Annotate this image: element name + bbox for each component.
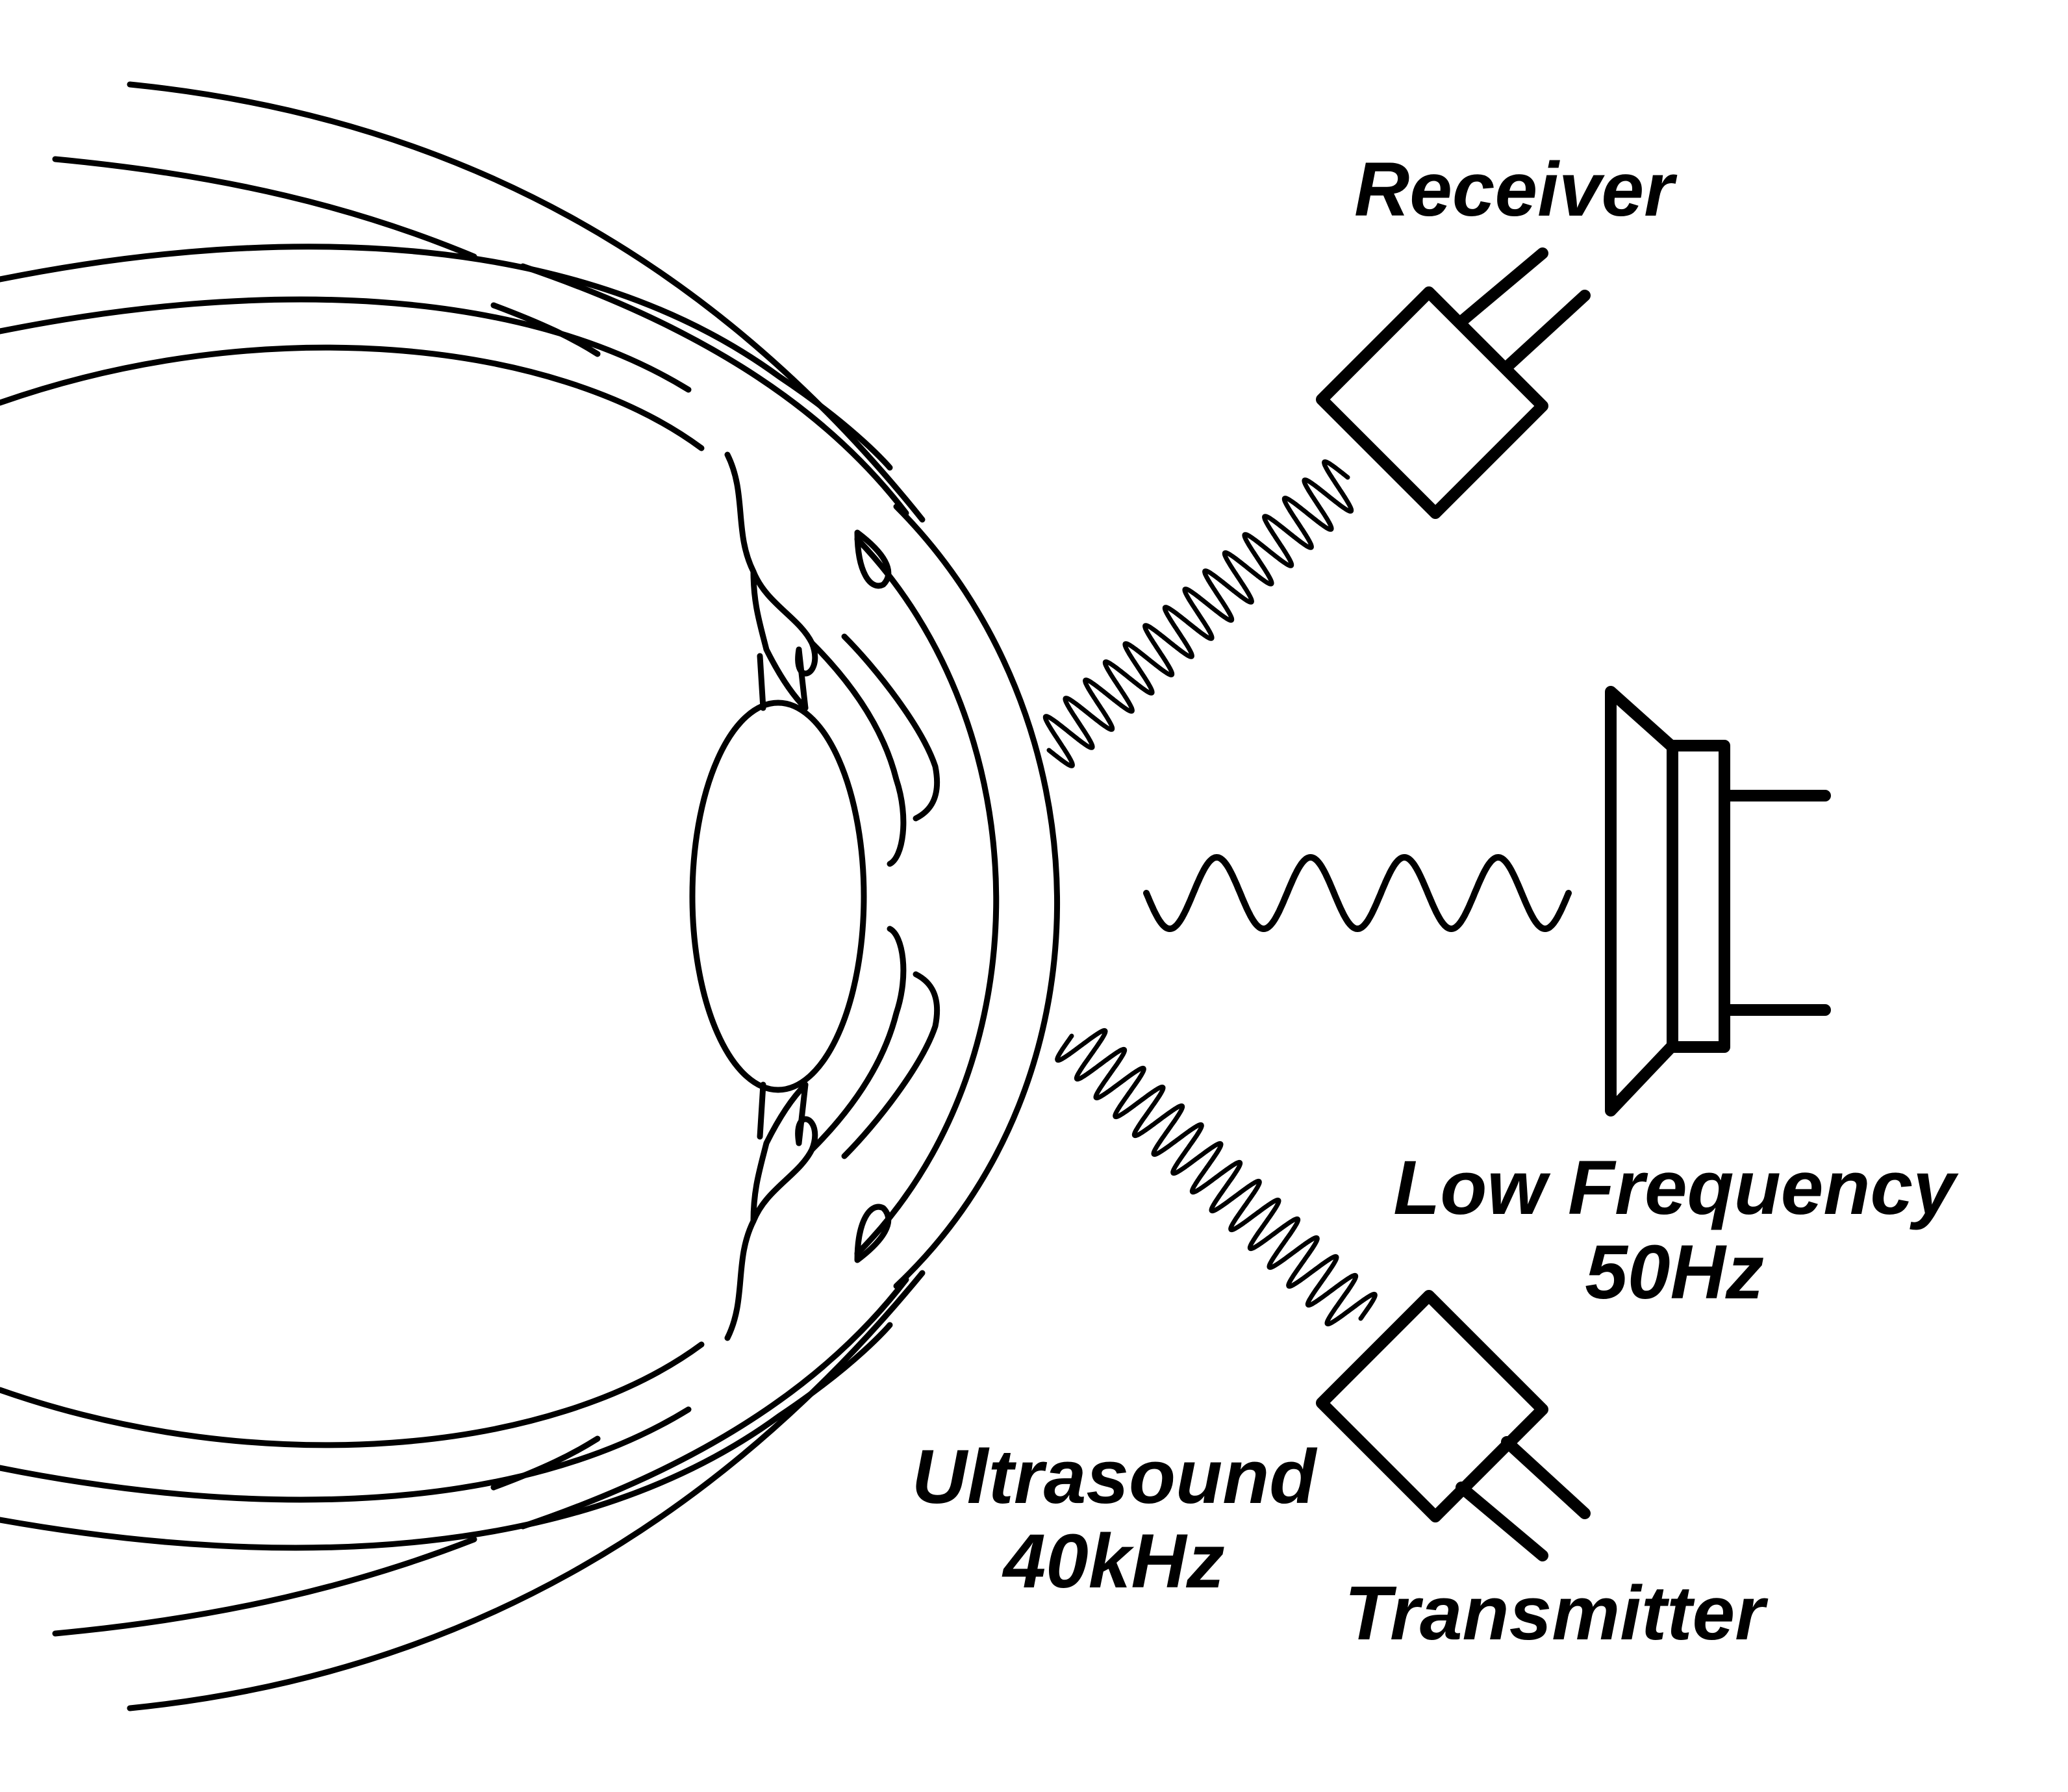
sclera-outer-top <box>0 244 893 471</box>
ciliary-lower-2 <box>750 1081 809 1224</box>
iris-upper-inner <box>841 633 940 822</box>
low-frequency-title: Low Frequency <box>1393 1145 1956 1231</box>
zonule-lower <box>757 1081 809 1146</box>
sclera-inner-top <box>0 296 692 393</box>
retina-top <box>0 344 705 451</box>
receiver-lead-2 <box>1501 290 1591 373</box>
transmitter-transducer <box>1316 1290 1591 1561</box>
ultrasound-title: Ultrasound <box>911 1434 1317 1520</box>
ultrasound-label: Ultrasound 40kHz <box>887 1435 1341 1604</box>
lower-lid-arc-2 <box>52 1536 477 1637</box>
transmitter-lead-2 <box>1501 1436 1591 1519</box>
iris-lobe-upper <box>854 529 892 589</box>
ciliary-upper <box>724 451 818 677</box>
transmitter-label: Transmitter <box>1344 1571 1765 1656</box>
lens <box>689 700 867 1093</box>
upper-lid-arc-2 <box>52 156 477 260</box>
eye-illustration <box>0 81 1061 1711</box>
ultrasound-wave-receiver <box>1042 459 1354 768</box>
low-frequency-wave <box>1143 854 1572 932</box>
retina-bottom <box>0 1341 705 1448</box>
zonule-upper <box>757 646 809 711</box>
iris-upper-outer <box>809 640 907 867</box>
low-frequency-label: Low Frequency 50Hz <box>1369 1146 1980 1315</box>
sclera-dash-top <box>490 302 601 357</box>
ultrasound-wave-transmitter <box>1055 1028 1378 1327</box>
speaker-magnet <box>1667 740 1730 1053</box>
speaker <box>1605 686 1831 1117</box>
sclera-outer-bottom <box>0 1322 893 1551</box>
low-frequency-value: 50Hz <box>1585 1229 1764 1315</box>
ciliary-lower <box>724 1116 818 1341</box>
upper-lid-arc-3 <box>520 263 909 516</box>
sclera-dash-bottom <box>490 1435 601 1491</box>
receiver-transducer <box>1316 247 1591 519</box>
iris-lower-outer <box>809 926 907 1153</box>
ultrasound-value: 40kHz <box>1003 1518 1225 1604</box>
speaker-cone <box>1605 686 1678 1117</box>
transmitter-body <box>1316 1290 1548 1522</box>
ciliary-upper-2 <box>750 568 809 711</box>
iris-lobe-lower <box>854 1204 892 1263</box>
receiver-lead-1 <box>1456 247 1548 327</box>
iris-lower-inner <box>841 971 940 1159</box>
receiver-label: Receiver <box>1354 147 1674 233</box>
lower-lid-outer-arc <box>127 1270 926 1711</box>
cornea-inner <box>854 536 1000 1257</box>
transmitter-lead-1 <box>1456 1482 1548 1561</box>
cornea-outer <box>893 503 1061 1289</box>
sclera-inner-bottom <box>0 1406 692 1503</box>
receiver-body <box>1316 286 1548 519</box>
lower-lid-arc-3 <box>520 1276 909 1530</box>
